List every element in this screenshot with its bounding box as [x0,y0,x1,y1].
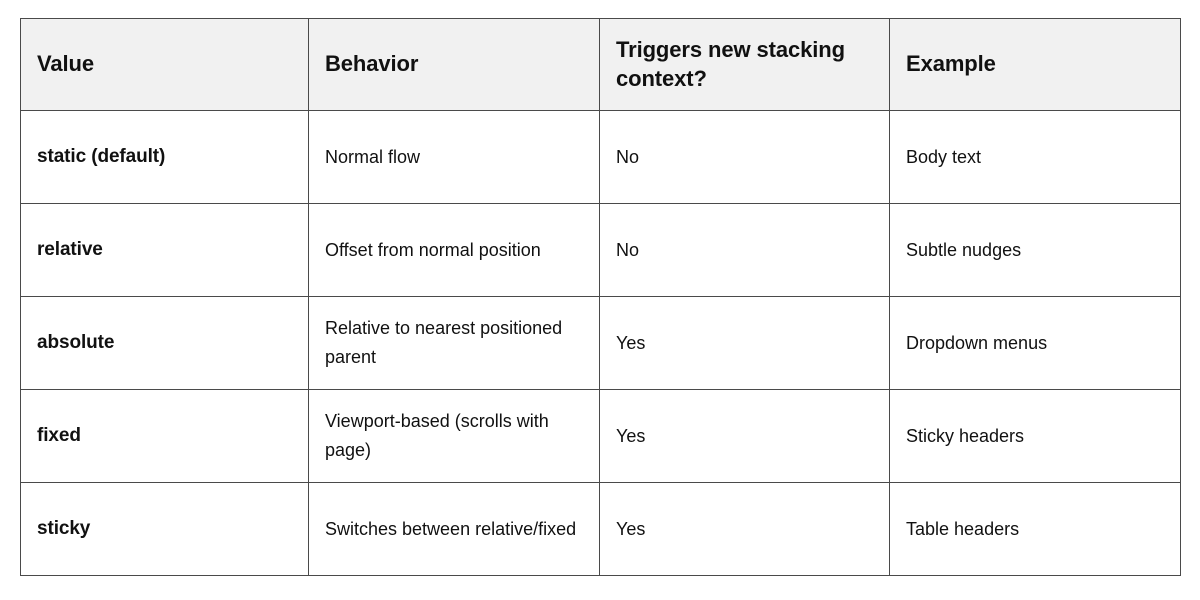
cell-example: Sticky headers [889,389,1181,483]
table-row: fixed Viewport-based (scrolls with page)… [20,389,1181,483]
column-header-value: Value [20,18,309,111]
cell-value: fixed [20,389,309,483]
cell-triggers: Yes [599,482,890,576]
cell-triggers: No [599,110,890,204]
cell-value: static (default) [20,110,309,204]
position-reference-table: Value Behavior Triggers new stacking con… [20,18,1181,576]
table-row: absolute Relative to nearest positioned … [20,296,1181,390]
cell-behavior: Switches between relative/fixed [308,482,600,576]
cell-behavior: Viewport-based (scrolls with page) [308,389,600,483]
column-header-behavior: Behavior [308,18,600,111]
table-row: relative Offset from normal position No … [20,203,1181,297]
cell-value: absolute [20,296,309,390]
table-body: static (default) Normal flow No Body tex… [20,110,1181,576]
cell-triggers: Yes [599,296,890,390]
cell-value: sticky [20,482,309,576]
cell-example: Body text [889,110,1181,204]
column-header-triggers-stacking-context: Triggers new stacking context? [599,18,890,111]
table-header-row: Value Behavior Triggers new stacking con… [20,18,1181,111]
cell-triggers: Yes [599,389,890,483]
cell-triggers: No [599,203,890,297]
position-reference-table-container: Value Behavior Triggers new stacking con… [20,18,1181,576]
cell-behavior: Normal flow [308,110,600,204]
table-row: static (default) Normal flow No Body tex… [20,110,1181,204]
table-row: sticky Switches between relative/fixed Y… [20,482,1181,576]
cell-behavior: Offset from normal position [308,203,600,297]
column-header-example: Example [889,18,1181,111]
table-header: Value Behavior Triggers new stacking con… [20,18,1181,111]
cell-behavior: Relative to nearest positioned parent [308,296,600,390]
cell-example: Dropdown menus [889,296,1181,390]
cell-value: relative [20,203,309,297]
cell-example: Subtle nudges [889,203,1181,297]
cell-example: Table headers [889,482,1181,576]
